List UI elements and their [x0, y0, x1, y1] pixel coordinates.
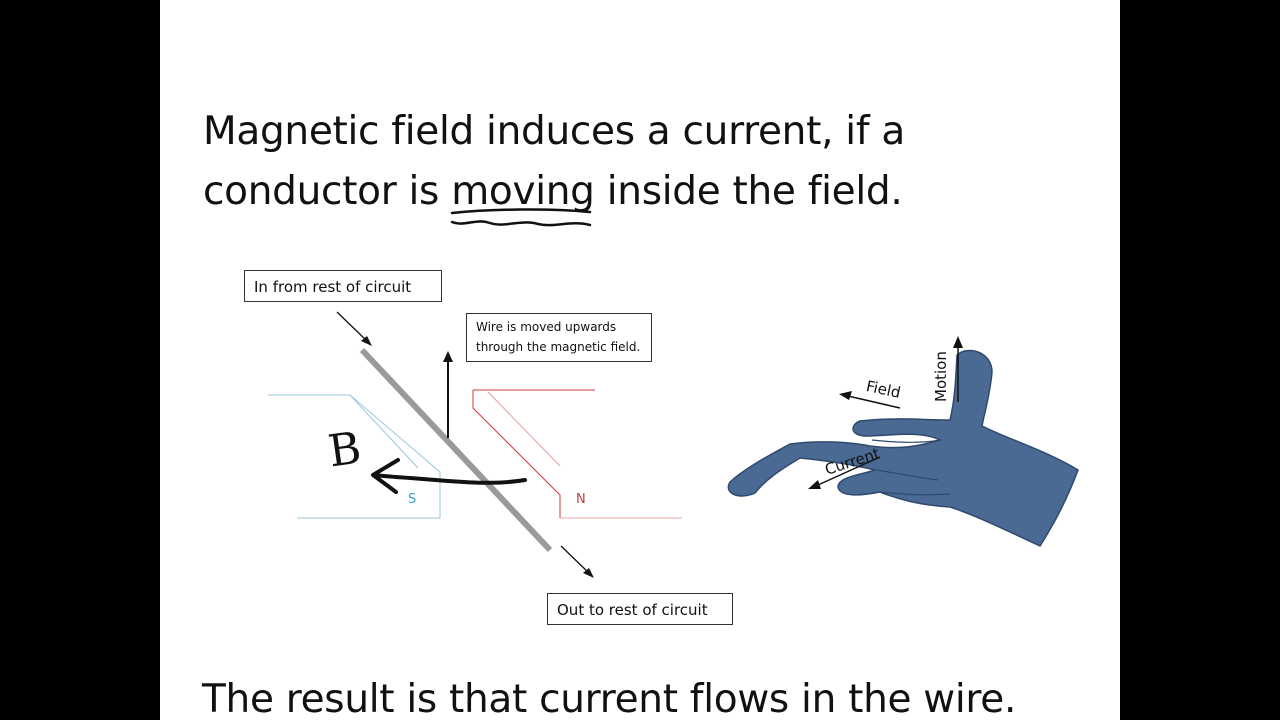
field-symbol: B — [325, 422, 364, 477]
handwritten-underline-wave — [450, 220, 592, 227]
heading-line-2: conductor is moving inside the field. — [203, 169, 903, 214]
hand-illustration — [727, 349, 1079, 547]
out-to-circuit-label: Out to rest of circuit — [547, 593, 733, 625]
wire-motion-label-line-2: through the magnetic field. — [476, 340, 641, 354]
south-pole-label: S — [408, 492, 416, 507]
current-out-arrow — [560, 545, 594, 578]
field-label: Field — [865, 377, 903, 402]
south-magnet — [268, 394, 441, 519]
field-arrow — [839, 391, 901, 409]
handwritten-underline — [450, 208, 592, 215]
heading-line-1: Magnetic field induces a current, if a — [203, 109, 905, 154]
current-arrow — [808, 456, 881, 489]
result-statement: The result is that current flows in the … — [202, 677, 1017, 720]
handwritten-field-arrow — [371, 458, 527, 494]
heading-line-2-end: inside the field. — [594, 169, 903, 214]
motion-arrow — [953, 336, 963, 402]
wire-motion-label: Wire is moved upwards through the magnet… — [466, 313, 652, 362]
emphasized-word: moving — [451, 169, 595, 214]
in-from-circuit-label: In from rest of circuit — [244, 270, 442, 302]
slide: Magnetic field induces a current, if a c… — [160, 0, 1120, 720]
heading-line-2-start: conductor is — [203, 169, 452, 214]
wire — [359, 347, 553, 553]
north-pole-label: N — [576, 492, 586, 507]
current-in-arrow — [336, 311, 372, 346]
motion-label: Motion — [932, 351, 950, 402]
north-magnet — [472, 389, 682, 519]
motion-up-arrow — [443, 351, 453, 438]
diagram: B S N Field Motion Current — [268, 208, 1079, 578]
wire-motion-label-line-1: Wire is moved upwards — [476, 320, 617, 334]
